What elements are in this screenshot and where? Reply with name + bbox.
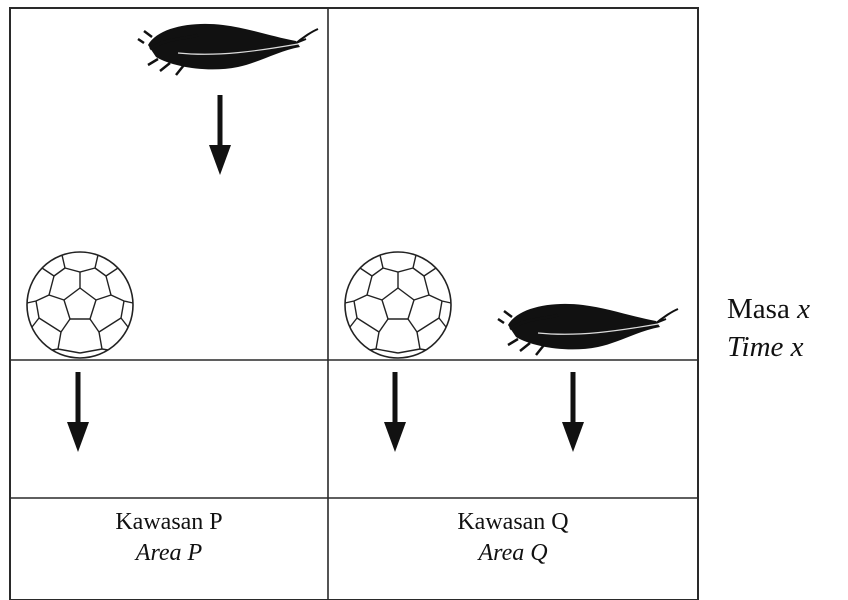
football-icon xyxy=(26,251,134,359)
area-q-label: Kawasan Q Area Q xyxy=(328,507,698,569)
down-arrow-icon xyxy=(209,95,231,175)
feather-icon xyxy=(496,302,680,357)
time-legend-en: Time x xyxy=(727,331,804,363)
time-legend-ms: Masa x xyxy=(727,290,810,328)
down-arrow-icon xyxy=(67,372,89,452)
area-p-name-ms: Kawasan P xyxy=(115,509,223,535)
football-icon xyxy=(344,251,452,359)
time-legend: Masa x Time x xyxy=(727,290,810,366)
time-legend-ms-var: x xyxy=(797,293,810,325)
area-p-label: Kawasan P Area P xyxy=(10,507,328,569)
down-arrow-icon xyxy=(384,372,406,452)
outer-frame xyxy=(9,7,699,600)
area-p-name-en: Area P xyxy=(135,540,203,566)
down-arrow-icon xyxy=(562,372,584,452)
area-q-name-en: Area Q xyxy=(478,540,548,566)
area-q-name-ms: Kawasan Q xyxy=(457,509,569,535)
time-legend-ms-word: Masa xyxy=(727,293,790,325)
feather-icon xyxy=(136,22,320,77)
